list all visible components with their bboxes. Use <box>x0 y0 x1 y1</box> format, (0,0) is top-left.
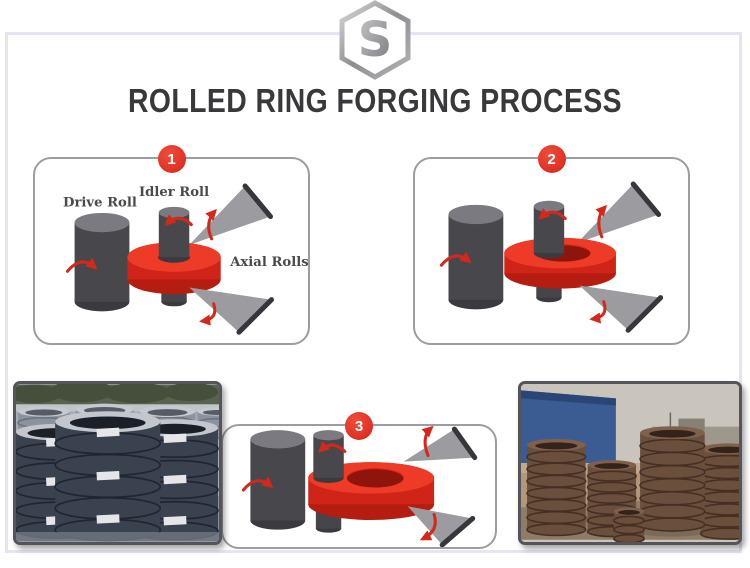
drive-roll-shape <box>250 430 306 530</box>
idler-roll-shape <box>533 200 565 259</box>
idler-roll-label: Idler Roll <box>139 185 209 200</box>
rotation-arrow <box>317 441 347 454</box>
rotation-arrow <box>205 208 217 241</box>
rotation-arrow <box>439 251 472 267</box>
ring-workpiece-shape <box>504 237 616 289</box>
axial-roll-cone <box>579 285 664 333</box>
axial-roll-label: Axial Rolls <box>229 255 308 270</box>
axial-roll-cone <box>189 287 275 335</box>
rotation-arrow <box>164 214 193 227</box>
photo-rings-yard-right <box>518 381 742 545</box>
step-1-badge: 1 <box>157 145 186 173</box>
drive-roll-label: Drive Roll <box>63 195 137 210</box>
axial-roll-cone <box>407 506 476 547</box>
rotation-arrow <box>589 300 607 324</box>
rotation-arrow <box>199 302 217 326</box>
step-2-diagram <box>439 181 664 333</box>
step-2-badge: 2 <box>537 145 566 173</box>
idler-roll-shape <box>158 206 190 263</box>
axial-roll-cone <box>403 426 478 462</box>
rotation-arrow <box>538 208 567 221</box>
rotation-arrow <box>595 204 608 239</box>
page-title: ROLLED RING FORGING PROCESS <box>127 82 623 119</box>
ring-workpiece-shape <box>127 242 221 295</box>
idler-roll-shape <box>313 430 344 483</box>
hexagon-s-logo: S <box>339 0 411 80</box>
rotation-arrow <box>241 476 274 492</box>
hexagon-outline <box>339 0 411 80</box>
rotation-arrow <box>419 512 437 541</box>
axial-roll-cone <box>577 181 662 243</box>
logo-letter: S <box>358 12 393 68</box>
stacked-machined-rings-image <box>16 384 219 542</box>
photo-stacked-rings-left <box>13 381 222 545</box>
forged-rings-yard-image <box>521 386 739 542</box>
rotation-arrow <box>421 426 434 458</box>
step-panel-2: 2 <box>413 145 690 345</box>
step-3-diagram <box>241 426 478 547</box>
drive-roll-shape <box>74 212 130 312</box>
rotation-arrow <box>65 257 98 273</box>
step-panel-3: 3 <box>221 412 497 549</box>
step-3-badge: 3 <box>345 412 373 440</box>
